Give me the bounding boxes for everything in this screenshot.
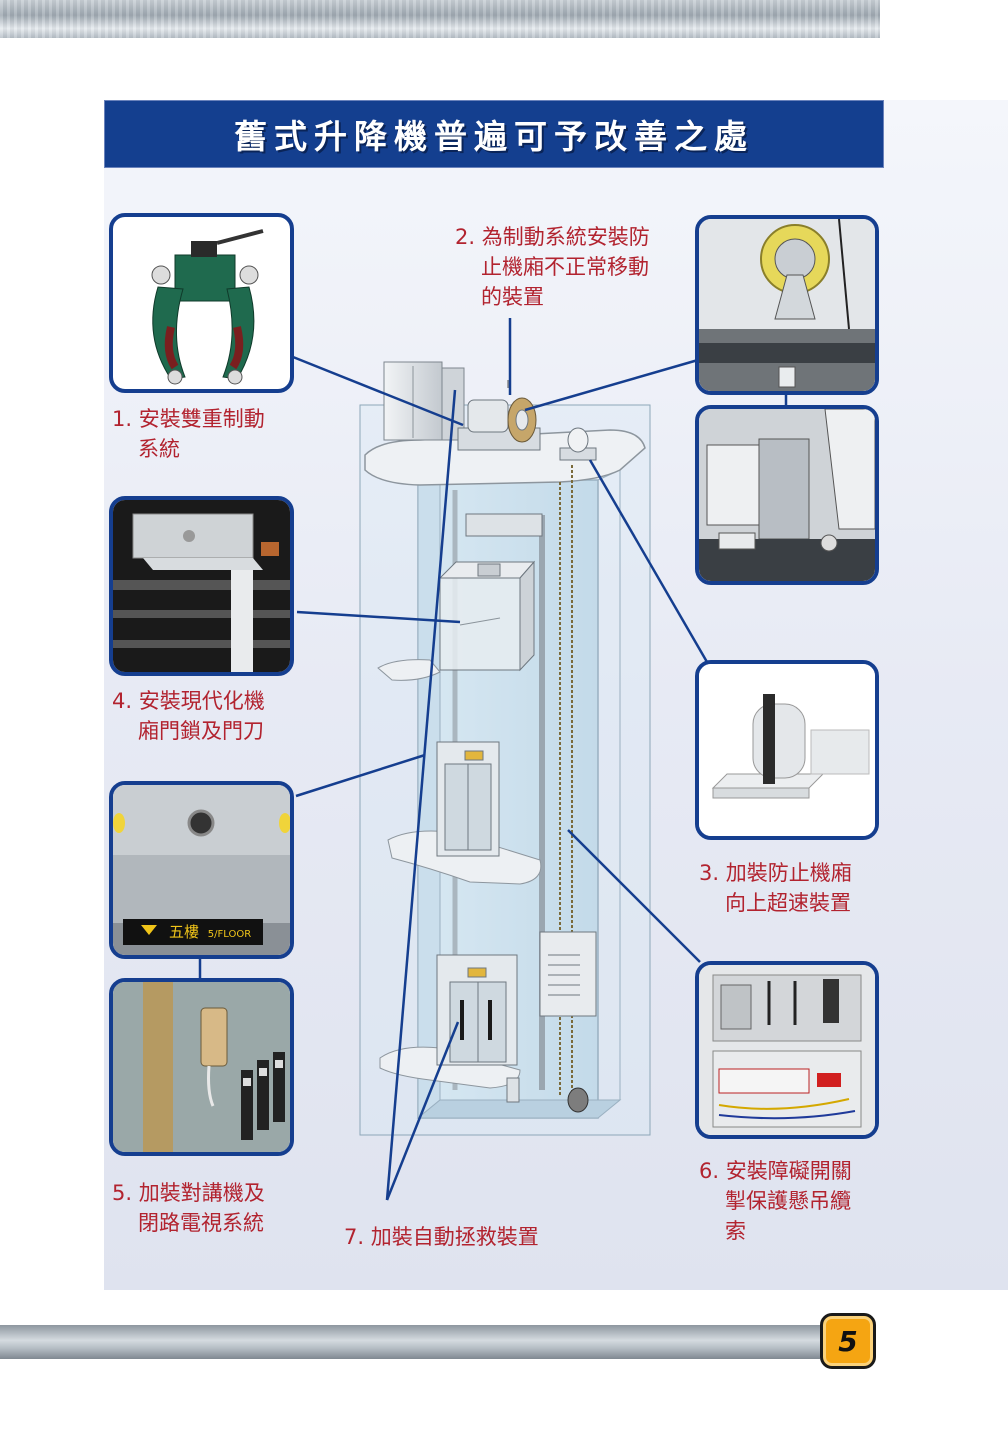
caption-7: 7. 加裝自動拯救裝置 xyxy=(344,1225,539,1249)
photo-overspeed-device xyxy=(695,660,879,840)
page-title: 舊式升降機普遍可予改善之處 xyxy=(234,117,754,156)
caption-2: 2. 為制動系統安裝防 止機廂不正常移動 的裝置 xyxy=(455,225,650,309)
photo-dual-brake xyxy=(109,213,294,393)
counterweight xyxy=(506,931,597,1113)
caption-3: 3. 加裝防止機廂 向上超速裝置 xyxy=(699,861,852,915)
connector-lines xyxy=(198,318,788,1201)
elevator-car xyxy=(438,513,543,672)
bottom-decorative-bar xyxy=(0,1325,820,1359)
page-number-badge: 5 xyxy=(820,1313,876,1369)
photo-control-panel xyxy=(695,961,879,1139)
caption-4: 4. 安裝現代化機 廂門鎖及門刀 xyxy=(112,689,265,743)
floor-display: 五樓 5/FLOOR xyxy=(169,923,252,941)
photo-cctv-camera: 五樓 5/FLOOR xyxy=(109,781,294,959)
photo-door-lock xyxy=(109,496,294,676)
title-banner: 舊式升降機普遍可予改善之處 xyxy=(104,100,884,168)
caption-6: 6. 安裝障礙開關 掣保護懸吊纜 索 xyxy=(699,1159,852,1243)
landing-doors xyxy=(436,741,518,1066)
machine-room xyxy=(364,361,646,486)
page-number: 5 xyxy=(838,1324,858,1358)
photo-intercom xyxy=(109,978,294,1156)
photo-brake-device xyxy=(695,405,879,585)
caption-5: 5. 加裝對講機及 閉路電視系統 xyxy=(112,1181,265,1235)
top-decorative-bar xyxy=(0,0,880,38)
photo-traction-machine xyxy=(695,215,879,395)
caption-1: 1. 安裝雙重制動 系統 xyxy=(112,407,265,461)
